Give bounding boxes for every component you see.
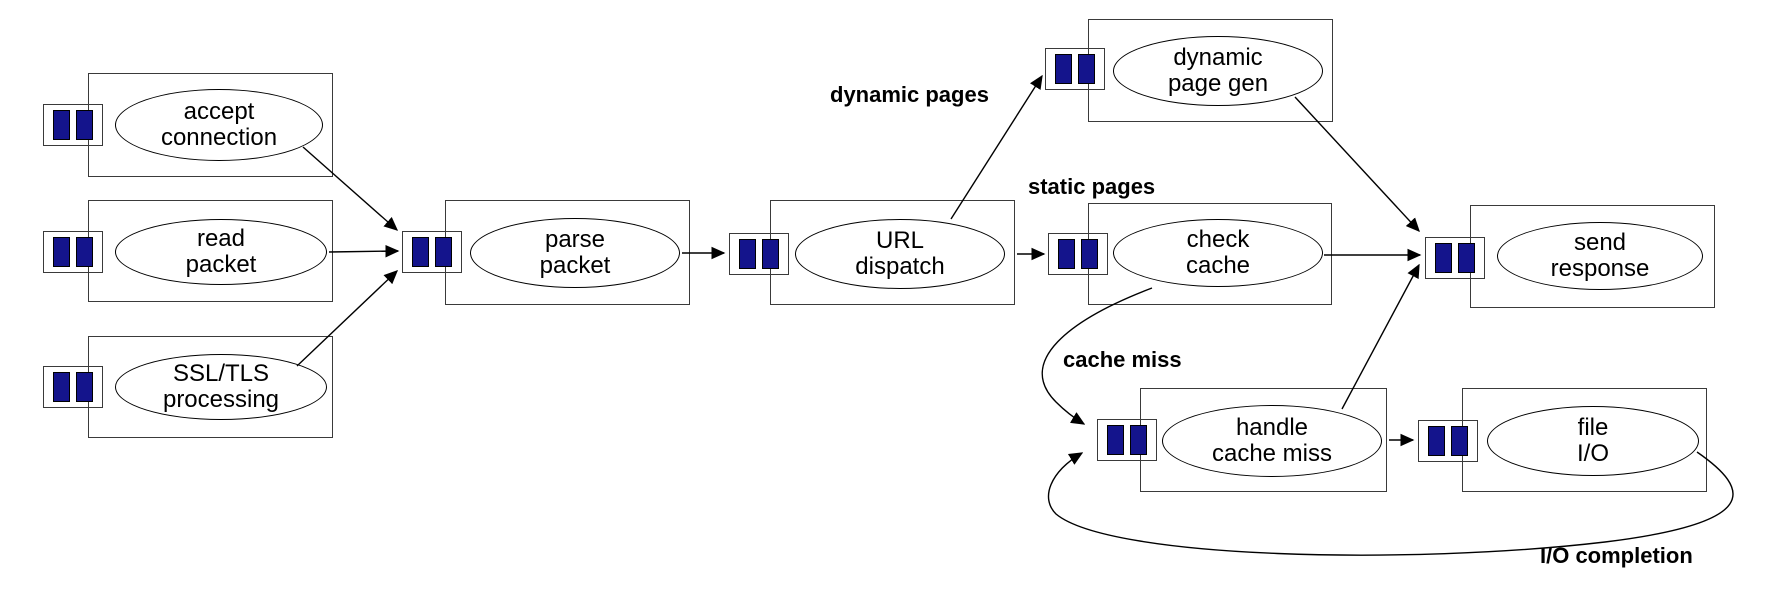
label-static-pages: static pages — [1028, 174, 1156, 199]
stage-label-line: SSL/TLS — [172, 360, 270, 387]
stage-label-line: I/O — [1576, 440, 1609, 467]
event-queue-icon — [1418, 420, 1478, 462]
event-queue-icon — [43, 231, 103, 273]
stage-ellipse-accept-connection: accept connection — [115, 89, 323, 161]
event-queue-icon — [43, 366, 103, 408]
event-queue-icon — [729, 233, 789, 275]
stage-label-line: packet — [539, 252, 611, 279]
event-queue-icon — [402, 231, 462, 273]
stage-ellipse-handle-cache-miss: handle cache miss — [1162, 405, 1382, 477]
label-dynamic-pages: dynamic pages — [830, 82, 989, 107]
stage-label-line: read — [196, 225, 246, 252]
stage-ellipse-ssl-tls: SSL/TLS processing — [115, 354, 327, 420]
stage-label-line: file — [1577, 414, 1609, 441]
event-queue-icon — [1048, 233, 1108, 275]
queue-item — [739, 239, 756, 269]
stage-label-line: processing — [162, 386, 280, 413]
stage-label-line: dispatch — [855, 253, 945, 280]
stage-ellipse-file-io: file I/O — [1487, 406, 1699, 476]
label-cache-miss: cache miss — [1063, 347, 1182, 372]
stage-label-line: handle — [1235, 414, 1309, 441]
stage-label-line: cache miss — [1211, 440, 1333, 467]
stage-ellipse-send-response: send response — [1497, 222, 1703, 290]
queue-item — [762, 239, 779, 269]
stage-label-line: accept — [183, 98, 255, 125]
stage-label-line: packet — [185, 251, 257, 278]
event-queue-icon — [1045, 48, 1105, 90]
queue-item — [1055, 54, 1072, 84]
stage-label-line: send — [1573, 229, 1627, 256]
stage-label-line: dynamic — [1173, 44, 1263, 71]
queue-item — [1130, 425, 1147, 455]
stage-label-line: cache — [1185, 252, 1251, 279]
queue-item — [435, 237, 452, 267]
queue-item — [76, 237, 93, 267]
stage-ellipse-dynamic-page-gen: dynamic page gen — [1113, 36, 1323, 106]
event-queue-icon — [1425, 237, 1485, 279]
queue-item — [1058, 239, 1075, 269]
event-queue-icon — [1097, 419, 1157, 461]
stage-ellipse-parse-packet: parse packet — [470, 218, 680, 288]
queue-item — [1451, 426, 1468, 456]
stage-ellipse-check-cache: check cache — [1113, 219, 1323, 287]
queue-item — [1081, 239, 1098, 269]
queue-item — [76, 372, 93, 402]
stage-ellipse-read-packet: read packet — [115, 219, 327, 285]
stage-label-line: response — [1550, 255, 1650, 282]
edge-read-to-parse — [328, 244, 400, 258]
stage-ellipse-url-dispatch: URL dispatch — [795, 219, 1005, 289]
queue-item — [1435, 243, 1452, 273]
queue-item — [53, 372, 70, 402]
stage-label-line: connection — [160, 124, 278, 151]
queue-item — [53, 110, 70, 140]
queue-item — [53, 237, 70, 267]
queue-item — [76, 110, 93, 140]
queue-item — [1458, 243, 1475, 273]
event-queue-icon — [43, 104, 103, 146]
stage-label-line: page gen — [1167, 70, 1269, 97]
stage-label-line: URL — [875, 227, 924, 254]
queue-item — [1107, 425, 1124, 455]
queue-item — [1428, 426, 1445, 456]
stage-label-line: check — [1186, 226, 1250, 253]
queue-item — [412, 237, 429, 267]
queue-item — [1078, 54, 1095, 84]
stage-label-line: parse — [544, 226, 606, 253]
label-io-completion: I/O completion — [1540, 543, 1693, 568]
